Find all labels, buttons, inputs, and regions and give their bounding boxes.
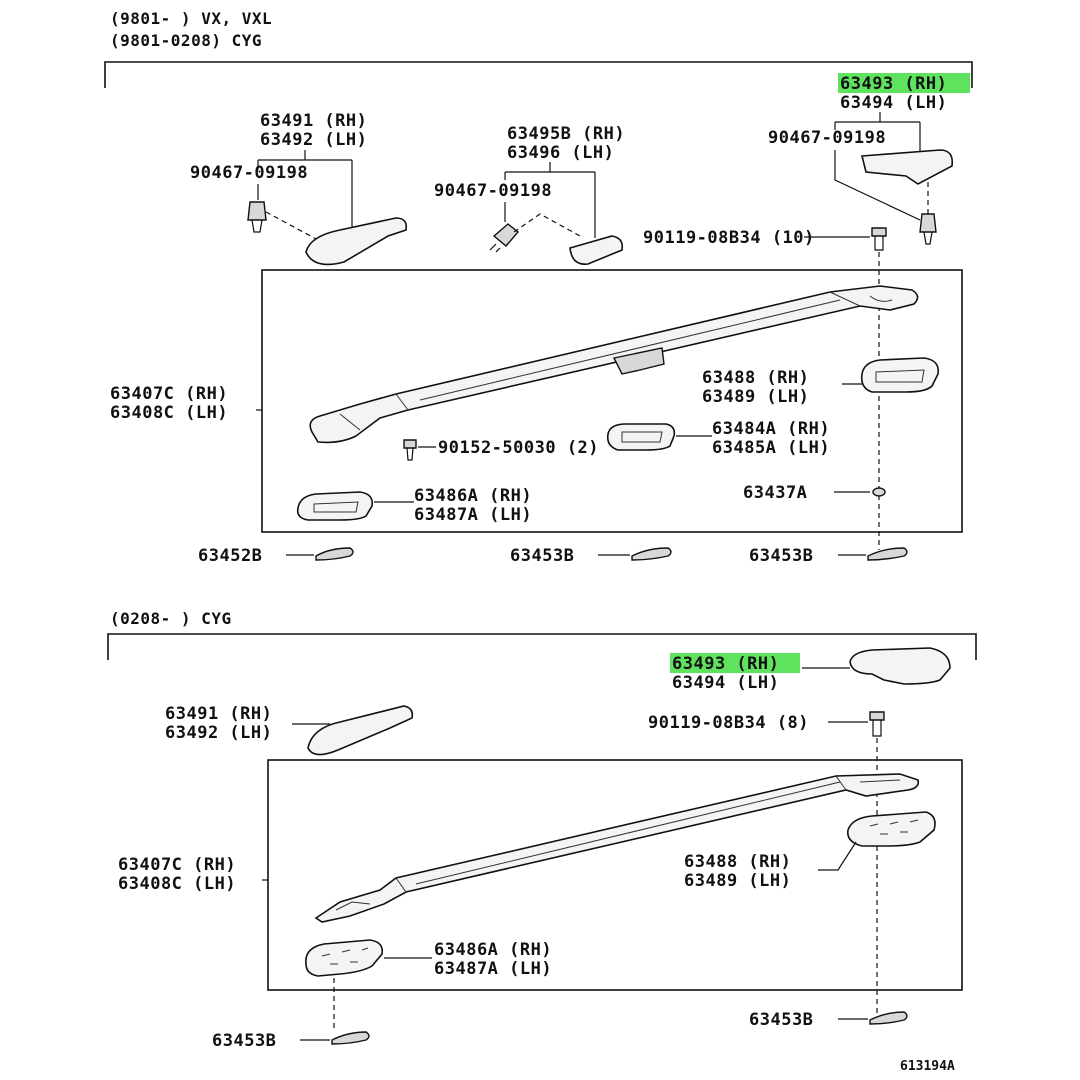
top-clip-63453b-mid [631,547,672,561]
bottom-pad-63488 [846,811,936,847]
bottom-label-63494-lh: 63494 (LH) [672,673,779,693]
top-clip-63452b [315,547,354,561]
top-bolt-icon [871,227,887,251]
bottom-pad-63486a [305,939,384,977]
top-label-screw: 90152-50030 (2) [438,438,599,458]
top-clip-63453b-right [867,547,908,561]
bottom-label-63453b-right: 63453B [749,1010,813,1030]
bottom-label-63453b-left: 63453B [212,1031,276,1051]
top-pad-63486a-inner [313,501,359,513]
bottom-bolt-icon [869,711,885,737]
figure-reference: 613194A [900,1059,955,1074]
top-label-63484a-rh: 63484A (RH) [712,419,830,439]
top-label-63488-rh: 63488 (RH) [702,368,809,388]
top-pad-63486a [296,491,374,521]
bottom-label-63486a-rh: 63486A (RH) [434,940,552,960]
bottom-rail-frame [267,759,963,991]
top-label-63493-rh: 63493 (RH) [840,74,947,94]
bottom-label-63488-rh: 63488 (RH) [684,852,791,872]
top-pad-63488 [860,357,940,393]
bottom-clip-63453b-right [869,1011,908,1025]
top-leader-63493 [834,112,921,160]
top-label-clip-left: 90467-09198 [190,163,308,183]
bottom-pad-63488-inner [869,819,919,835]
top-leader-63495b [504,162,596,238]
top-highlight-63493 [838,73,970,93]
top-label-63452b: 63452B [198,546,262,566]
top-leader-63491 [257,150,353,232]
top-pad-63488-inner [875,369,925,383]
top-grommet-63437a [872,487,886,497]
bottom-roof-rail [314,773,920,923]
top-label-63491-rh: 63491 (RH) [260,111,367,131]
top-label-63485a-lh: 63485A (LH) [712,438,830,458]
top-label-bolt: 90119-08B34 (10) [643,228,815,248]
top-label-63496-lh: 63496 (LH) [507,143,614,163]
bottom-end-cover-63493 [849,647,951,685]
top-clip-mid-icon [489,223,520,253]
bottom-header: (0208- ) CYG [110,609,232,628]
top-label-63487a-lh: 63487A (LH) [414,505,532,525]
top-clip-right-icon [919,213,937,245]
bottom-clip-63453b-left [331,1031,370,1045]
bottom-pad-63486a-inner [321,947,369,965]
top-label-clip-mid: 90467-09198 [434,181,552,201]
bottom-highlight-63493 [670,653,800,673]
top-pad-63484a-inner [621,431,663,443]
bottom-label-rail-lh: 63408C (LH) [118,874,236,894]
bottom-leader-63488 [818,841,857,871]
top-rail-frame [261,269,963,533]
top-label-63453b-mid: 63453B [510,546,574,566]
bottom-label-rail-rh: 63407C (RH) [118,855,236,875]
top-outer-bracket [104,61,973,88]
top-header-line1: (9801- ) VX, VXL [110,9,272,28]
top-cap-63495b [569,235,624,265]
top-dash-clip-left [265,211,319,241]
top-header-line2: (9801-0208) CYG [110,31,262,50]
bottom-label-63489-lh: 63489 (LH) [684,871,791,891]
top-label-rail-rh: 63407C (RH) [110,384,228,404]
top-dash-clip-mid [513,213,581,237]
top-roof-rail [309,285,919,444]
top-label-clip-right: 90467-09198 [768,128,886,148]
bottom-label-63492-lh: 63492 (LH) [165,723,272,743]
top-section: (9801- ) VX, VXL (9801-0208) CYG 63493 (… [104,9,973,566]
bottom-label-63493-rh: 63493 (RH) [672,654,779,674]
top-pad-63484a [606,423,676,451]
bottom-section: (0208- ) CYG 63493 (RH) 63494 (LH) 90119… [107,609,977,1074]
top-label-63494-lh: 63494 (LH) [840,93,947,113]
top-label-63489-lh: 63489 (LH) [702,387,809,407]
bottom-label-63487a-lh: 63487A (LH) [434,959,552,979]
bottom-label-63491-rh: 63491 (RH) [165,704,272,724]
top-leader-clip-right [834,150,921,221]
bottom-outer-bracket [107,633,977,660]
top-label-63495b-rh: 63495B (RH) [507,124,625,144]
top-label-rail-lh: 63408C (LH) [110,403,228,423]
bottom-end-cover-63491 [307,705,414,756]
top-screw-icon [403,439,417,461]
top-clip-left-icon [247,201,267,233]
top-end-cover-63491 [305,217,408,266]
top-label-63437a: 63437A [743,483,807,503]
top-label-63486a-rh: 63486A (RH) [414,486,532,506]
top-label-63492-lh: 63492 (LH) [260,130,367,150]
top-end-cover-63493 [860,149,954,185]
top-label-63453b-right: 63453B [749,546,813,566]
bottom-label-bolt: 90119-08B34 (8) [648,713,809,733]
